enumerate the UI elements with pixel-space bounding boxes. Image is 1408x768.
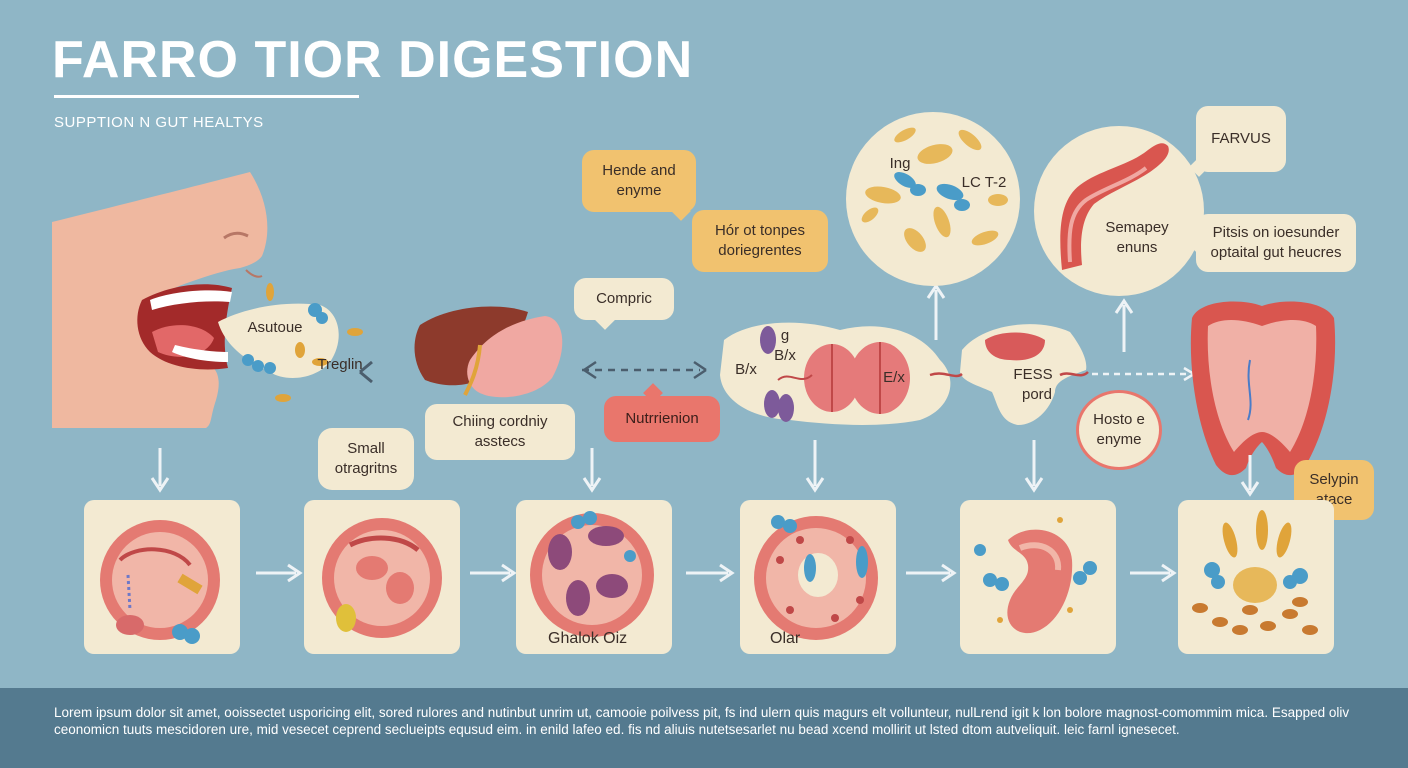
label-chinng: Chiing cordniy asstecs xyxy=(425,404,575,460)
label-mouth-1: Asutoue xyxy=(247,318,303,336)
label-ex: E/x xyxy=(883,368,905,386)
label-horot: Hór ot tonpes doriegrentes xyxy=(692,210,828,272)
footer-bar xyxy=(0,688,1408,768)
label-pord: pord xyxy=(1021,385,1053,403)
page-subtitle: SUPPTION N GUT HEALTYS xyxy=(54,114,264,131)
label-mouth-2: Treglin xyxy=(317,355,363,373)
label-semapey: Semapey enuns xyxy=(1105,218,1169,256)
label-compric: Compric xyxy=(574,278,674,320)
page-title: FARRO TIOR DIGESTION xyxy=(52,31,694,89)
label-pitsis: Pitsis on ioesunder optaital gut heucres xyxy=(1196,214,1356,272)
label-fess: FESS xyxy=(1013,365,1053,383)
label-nutri: Nutrrienion xyxy=(604,396,720,442)
panel-4-label: Olar xyxy=(770,630,801,647)
label-hende: Hende and enyme xyxy=(582,150,696,212)
colon-segment-illustration xyxy=(929,324,1089,425)
label-circle-lc: LC T-2 xyxy=(961,173,1007,191)
large-intestine-illustration xyxy=(1190,301,1336,476)
label-farvus: FARVUS xyxy=(1196,106,1286,172)
liver-stomach-illustration xyxy=(414,306,563,398)
mouth-food-particles xyxy=(218,283,373,402)
label-circle-ing: Ing xyxy=(889,154,911,172)
label-small: Small otragritns xyxy=(318,428,414,490)
panel-3-label: Ghalok Oiz xyxy=(548,630,628,647)
footer-text: Lorem ipsum dolor sit amet, ooissectet u… xyxy=(54,705,1350,737)
face-illustration xyxy=(52,172,268,428)
title-underline xyxy=(54,95,359,98)
panel-arrows xyxy=(256,563,1177,583)
label-hosto: Hosto e enyme xyxy=(1076,390,1162,470)
down-arrows xyxy=(150,440,1260,497)
label-bx: B/x xyxy=(735,360,757,378)
intestine-cluster-illustration xyxy=(720,322,951,425)
